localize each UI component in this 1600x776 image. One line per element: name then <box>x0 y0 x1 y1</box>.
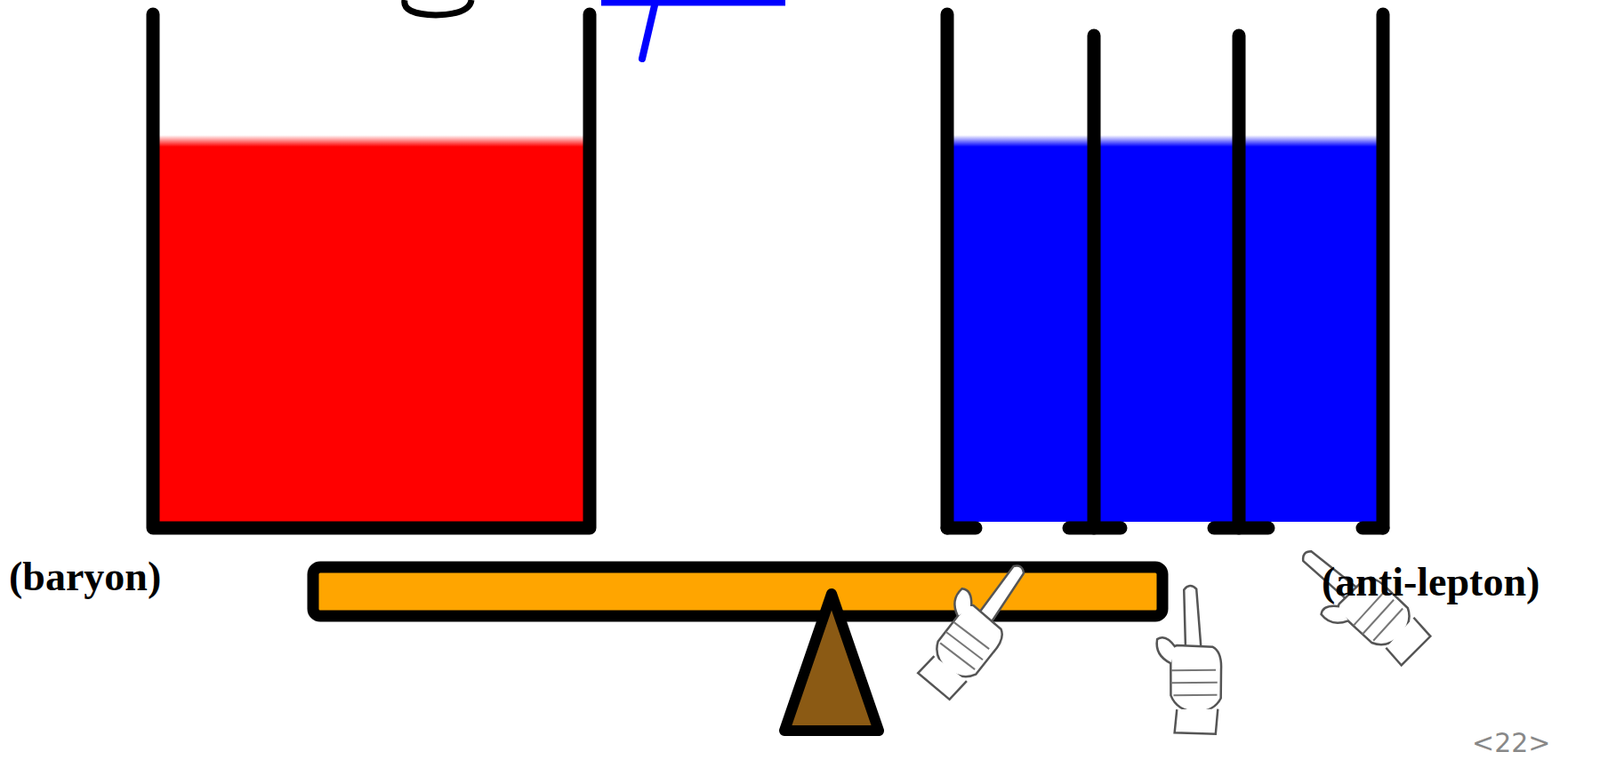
page-number: <22> <box>1471 727 1551 759</box>
title-fragment <box>601 0 786 7</box>
pointing-hand <box>905 546 1044 705</box>
part-label: (anti-lepton) <box>1321 558 1540 606</box>
red-beaker <box>152 14 590 529</box>
beaker-wall <box>1376 14 1391 529</box>
title-fragment <box>404 0 472 16</box>
seesaw-beam <box>313 567 1163 617</box>
beaker-divider <box>1087 35 1102 529</box>
beaker-wall <box>940 14 955 529</box>
part-label: (baryon) <box>8 553 161 601</box>
pointing-hand <box>1153 585 1225 738</box>
pointing-hand <box>1281 533 1437 678</box>
fulcrum <box>784 594 879 732</box>
beaker-divider <box>1232 35 1247 529</box>
beaker-bottom <box>947 522 1383 536</box>
title-fragment <box>642 5 655 59</box>
blue-liquid <box>953 135 1378 523</box>
red-liquid <box>159 135 585 523</box>
